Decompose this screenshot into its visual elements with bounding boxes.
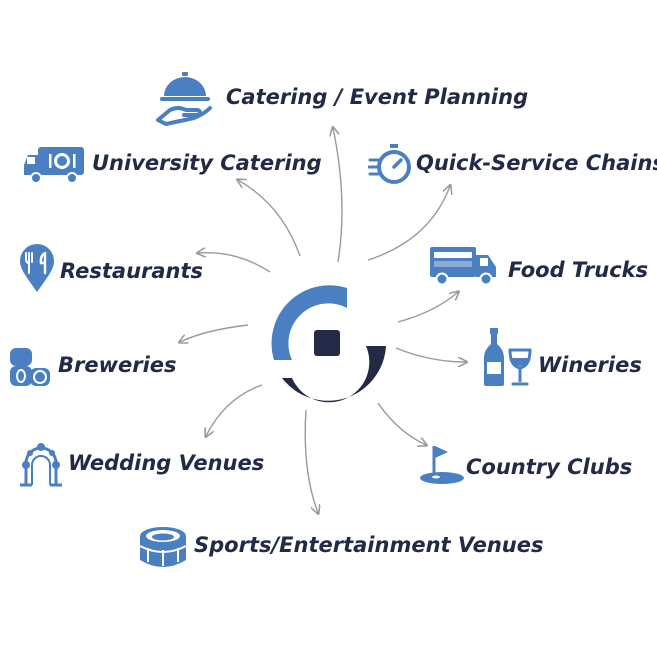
arrow-restaurants <box>198 253 271 273</box>
wedding-arch-icon <box>20 443 62 487</box>
arrow-university <box>238 180 301 257</box>
arrow-wineries <box>395 347 466 362</box>
segment-label-university: University Catering <box>92 151 322 175</box>
arrow-countryclubs <box>377 402 426 445</box>
stopwatch-icon <box>368 144 411 184</box>
segment-label-restaurants: Restaurants <box>60 259 204 283</box>
segment-label-wedding: Wedding Venues <box>68 451 265 475</box>
catering-van-icon <box>24 147 84 184</box>
arrow-catering <box>333 128 343 263</box>
segment-label-countryclubs: Country Clubs <box>466 455 633 479</box>
barrels-icon <box>10 348 50 386</box>
center-logo <box>271 285 386 403</box>
segment-label-sports: Sports/Entertainment Venues <box>194 533 544 557</box>
arrow-foodtrucks <box>397 292 458 323</box>
segment-label-quickservice: Quick-Service Chains <box>416 151 657 175</box>
segment-label-wineries: Wineries <box>538 353 642 377</box>
arrow-breweries <box>180 324 249 342</box>
arrow-wedding <box>206 384 263 436</box>
segment-label-foodtrucks: Food Trucks <box>508 258 649 282</box>
restaurant-pin-icon <box>20 244 54 292</box>
wine-bottle-icon <box>484 328 532 386</box>
stadium-icon <box>139 527 187 567</box>
arrow-quickservice <box>367 186 450 261</box>
golf-flag-icon <box>420 446 464 484</box>
segment-label-breweries: Breweries <box>58 353 177 377</box>
segment-label-catering: Catering / Event Planning <box>226 85 529 109</box>
serving-cloche-icon <box>156 72 212 126</box>
arrow-sports <box>304 409 318 513</box>
food-truck-icon <box>430 247 496 286</box>
